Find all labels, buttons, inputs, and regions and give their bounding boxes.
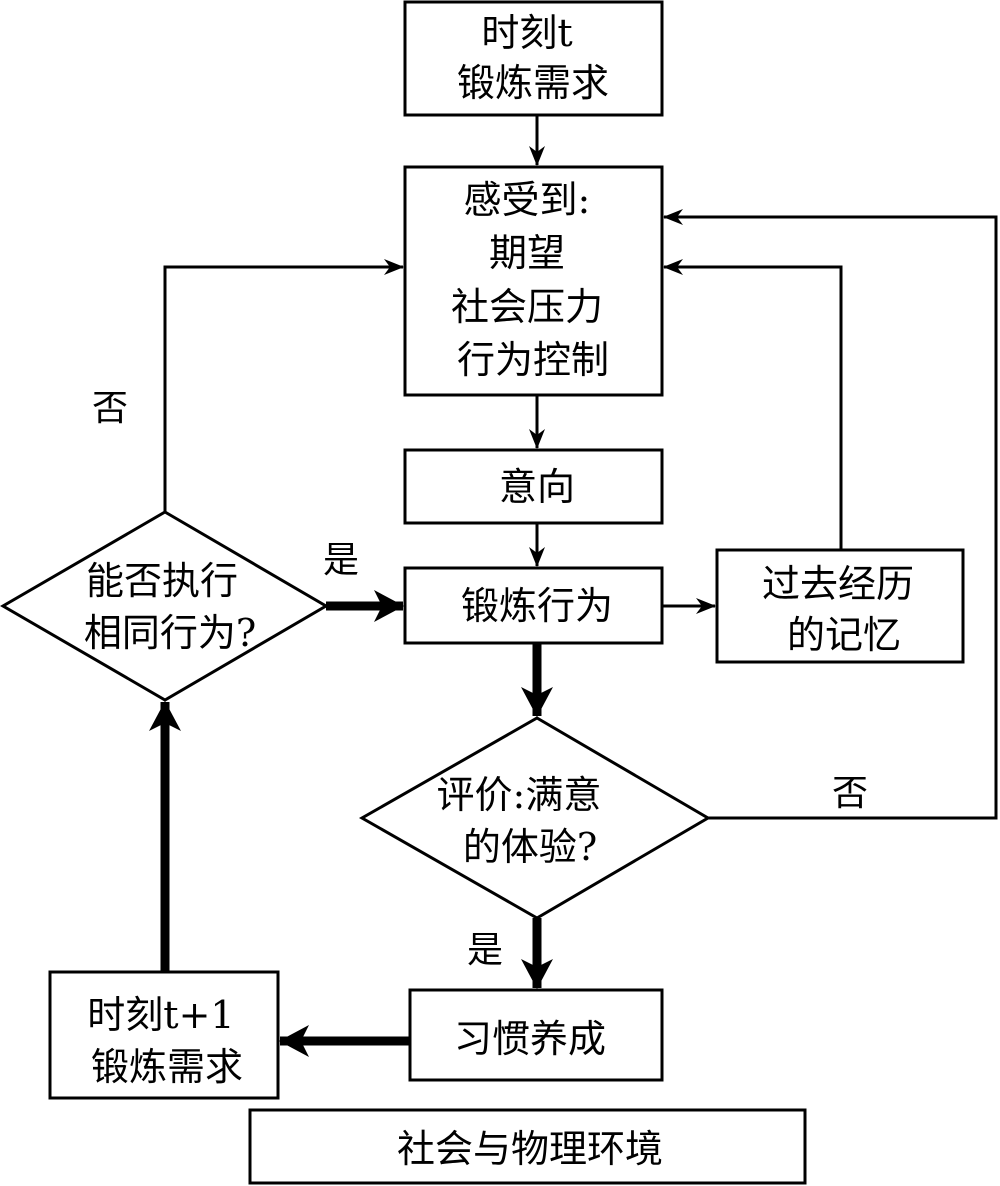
edge-label-eval-no: 否 [832,773,868,814]
node-demand-t-line-1: 时刻t [481,11,572,55]
svg-text:锻炼行为: 锻炼行为 [461,584,613,628]
node-memory-line-1: 过去经历 [762,562,914,606]
node-evaluation: 评价:满意 的体验? [358,716,711,920]
svg-text:感受到: 期望 社会压力: 感受到: 期望 社会压力 行为控制 [451,178,615,382]
node-perception-line-2: 期望 [489,231,565,275]
node-memory: 过去经历 的记忆 [715,548,965,664]
node-demand-t-line-2: 锻炼需求 [457,61,609,105]
node-demand-t: 时刻t 锻炼需求 [403,0,664,117]
edges [149,115,998,1057]
node-demand-t1-line-2: 锻炼需求 [91,1045,243,1089]
node-memory-line-2: 的记忆 [787,613,901,657]
node-repeat-check: 能否执行 相同行为? [0,510,329,702]
node-demand-t1: 时刻t+1 锻炼需求 [48,970,280,1100]
node-evaluation-line-1: 评价:满意 [437,773,602,817]
svg-text:社会与物理环境: 社会与物理环境 [397,1127,663,1171]
node-perception: 感受到: 期望 社会压力 行为控制 [403,165,664,397]
svg-text:评价:满意 的体验?: 评价:满意 的体验? [437,773,614,869]
edge-label-repeat-no: 否 [92,388,128,429]
node-perception-line-3: 社会压力 [451,285,603,329]
node-behavior: 锻炼行为 [403,566,664,645]
svg-text:意向: 意向 [499,465,575,509]
svg-text:时刻t 锻炼需求: 时刻t 锻炼需求 [457,11,609,105]
node-demand-t1-line-1: 时刻t+1 [87,993,234,1037]
node-intention-line-1: 意向 [499,465,575,509]
node-habit-line-1: 习惯养成 [454,1017,606,1061]
node-environment-line-1: 社会与物理环境 [397,1127,663,1171]
edge-repeat-no-to-perception [163,259,404,512]
node-repeat-check-line-1: 能否执行 [86,559,238,603]
svg-text:过去经历 的记忆: 过去经历 的记忆 [762,562,926,657]
node-intention: 意向 [403,448,664,525]
node-perception-line-1: 感受到: [464,178,591,222]
svg-text:习惯养成: 习惯养成 [454,1017,606,1061]
node-habit: 习惯养成 [408,988,664,1082]
node-evaluation-line-2: 的体验? [463,825,597,869]
node-behavior-line-1: 锻炼行为 [461,584,613,628]
edge-memory-to-perception [663,259,843,550]
node-perception-line-4: 行为控制 [457,338,609,382]
edge-evaluation-no-to-perception [663,209,998,820]
edge-label-repeat-yes: 是 [323,540,359,581]
node-repeat-check-line-2: 相同行为? [84,611,256,655]
svg-text:能否执行 相同行为?: 能否执行 相同行为? [84,559,256,655]
svg-text:时刻t+1 锻炼需求: 时刻t+1 锻炼需求 [87,993,246,1089]
edge-label-eval-yes: 是 [467,930,503,971]
node-environment: 社会与物理环境 [248,1108,807,1185]
